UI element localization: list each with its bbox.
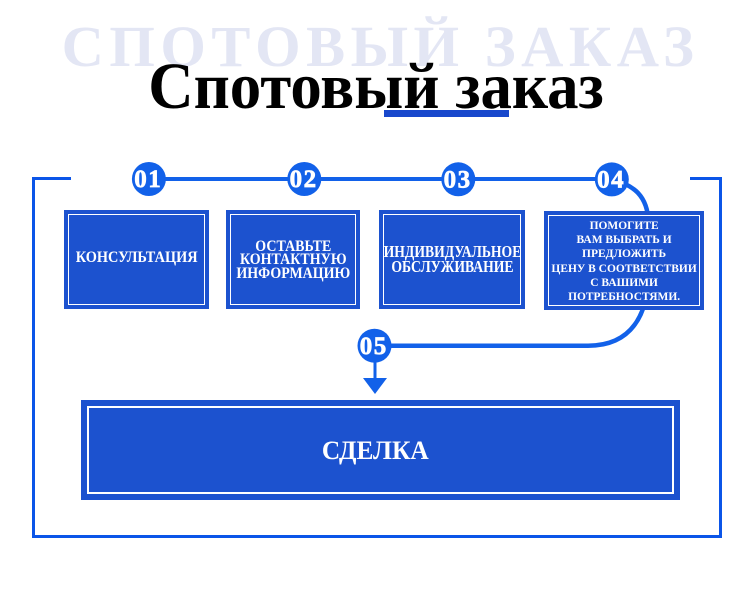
svg-text:04: 04 [597, 167, 625, 194]
svg-text:03: 03 [444, 167, 472, 194]
svg-text:05: 05 [360, 333, 388, 360]
svg-text:01: 01 [134, 166, 162, 193]
svg-text:02: 02 [290, 166, 318, 193]
